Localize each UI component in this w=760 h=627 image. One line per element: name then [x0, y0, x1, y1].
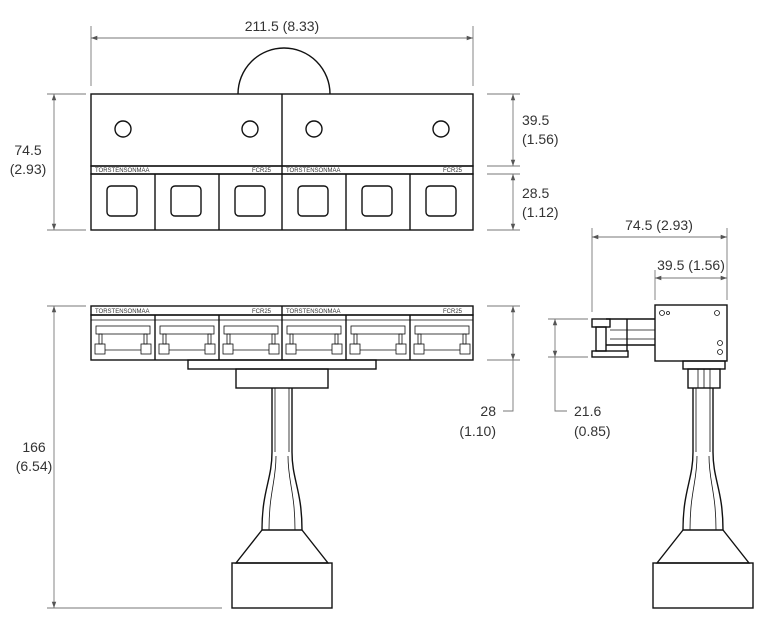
module-latch-part: [398, 333, 403, 345]
lower-brand-label-left: TORSTENSONMAA: [95, 309, 150, 315]
total-height-in: (6.54): [16, 458, 53, 474]
dimension-upper-lower: 39.5 (1.56) 28.5 (1.12): [487, 93, 559, 231]
module-latch-part: [331, 343, 343, 355]
module-latch-part: [414, 325, 470, 335]
module-latch-part: [459, 343, 471, 355]
front-model-label-left: FCR25: [252, 168, 272, 174]
module-latch-part: [268, 343, 280, 355]
module-latch-part: [417, 333, 422, 345]
block-mm: 28: [480, 403, 496, 419]
front-height-in: (2.93): [10, 161, 47, 177]
front-model-label-right: FCR25: [443, 168, 463, 174]
module-latch-part: [143, 333, 148, 345]
module-latch-part: [204, 343, 216, 355]
module-latch-part: [158, 343, 170, 355]
dimension-top-width: 211.5 (8.33): [90, 18, 474, 86]
lower-model-label-right: FCR25: [443, 309, 463, 315]
module-latch-part: [94, 343, 106, 355]
module-latch-part: [413, 343, 425, 355]
module-latch-part: [350, 325, 406, 335]
dimension-side-width: 74.5 (2.93): [591, 217, 728, 312]
module-latch-part: [162, 333, 167, 345]
top-width-label: 211.5 (8.33): [245, 18, 319, 34]
block-in: (1.10): [459, 423, 496, 439]
dimension-side-upper: 39.5 (1.56): [654, 257, 727, 300]
dimension-total-height: 166 (6.54): [16, 305, 222, 609]
module-latch-part: [222, 343, 234, 355]
module-latch-part: [286, 325, 342, 335]
module-latch-part: [285, 343, 297, 355]
dimension-block: 28 (1.10): [459, 305, 520, 439]
front-view: TORSTENSONMAA FCR25 TORSTENSONMAA FCR25: [90, 47, 474, 231]
lower-mm: 28.5: [522, 185, 549, 201]
side-view: [591, 304, 754, 609]
module-latch-part: [98, 333, 103, 345]
lower-brand-label-right: TORSTENSONMAA: [286, 309, 341, 315]
side-block-mm: 21.6: [574, 403, 601, 419]
side-upper-label: 39.5 (1.56): [657, 257, 725, 273]
module-latch-part: [159, 325, 215, 335]
lower-model-label-left: FCR25: [252, 309, 272, 315]
total-height-mm: 166: [22, 439, 46, 455]
lower-in: (1.12): [522, 204, 559, 220]
module-latch-part: [353, 333, 358, 345]
module-latch-part: [289, 333, 294, 345]
lower-front-view: TORSTENSONMAA FCR25 TORSTENSONMAA FCR25: [90, 305, 474, 609]
module-latches: [94, 325, 471, 355]
dimension-side-block: 21.6 (0.85): [548, 318, 611, 439]
module-latch-part: [207, 333, 212, 345]
module-latch-part: [271, 333, 276, 345]
module-latch-part: [140, 343, 152, 355]
upper-mm: 39.5: [522, 112, 549, 128]
front-height-mm: 74.5: [14, 142, 41, 158]
module-latch-part: [395, 343, 407, 355]
module-latch-part: [349, 343, 361, 355]
module-latch-part: [95, 325, 151, 335]
module-latch-part: [334, 333, 339, 345]
front-brand-label-right: TORSTENSONMAA: [286, 168, 341, 174]
module-latch-part: [226, 333, 231, 345]
upper-in: (1.56): [522, 131, 559, 147]
side-width-label: 74.5 (2.93): [625, 217, 693, 233]
dimension-front-height: 74.5 (2.93): [10, 93, 86, 231]
module-latch-part: [462, 333, 467, 345]
module-latch-part: [223, 325, 279, 335]
side-block-in: (0.85): [574, 423, 611, 439]
front-brand-label-left: TORSTENSONMAA: [95, 168, 150, 174]
